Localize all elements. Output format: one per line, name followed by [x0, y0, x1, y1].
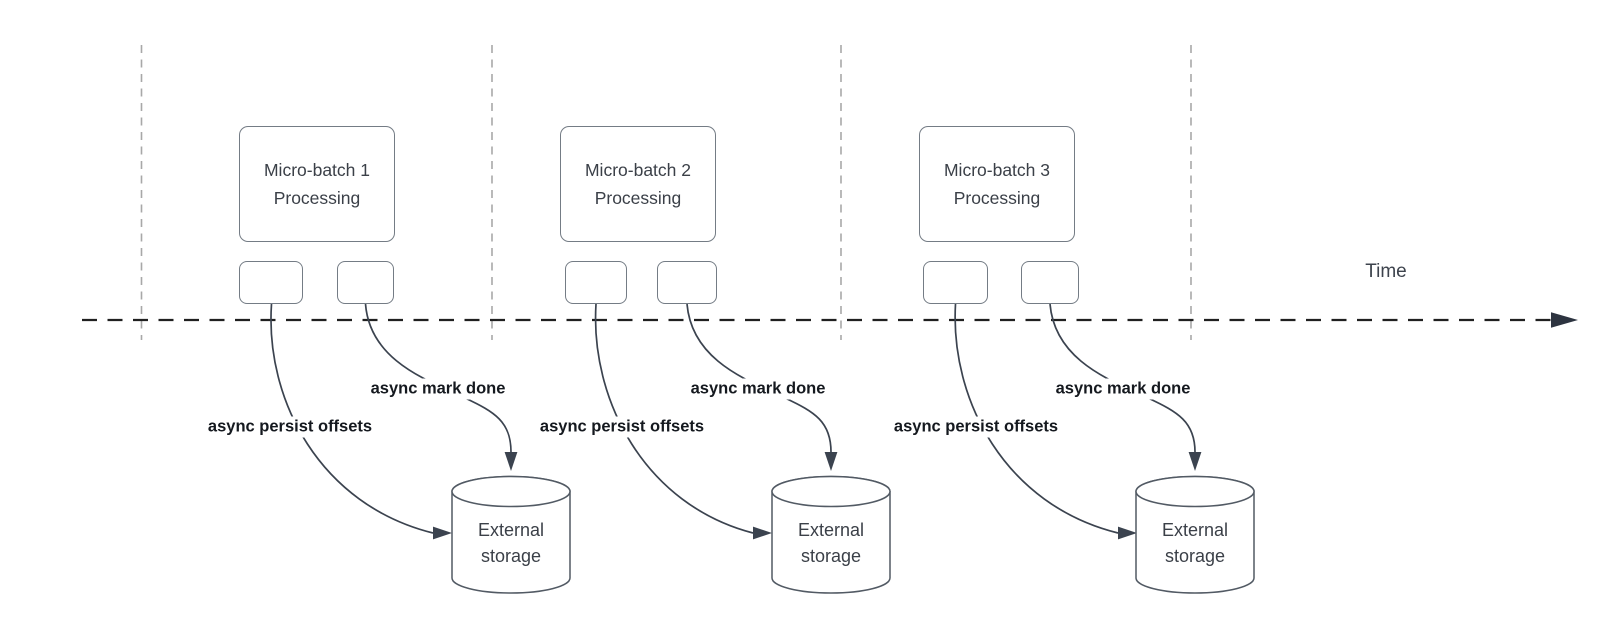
micro-batch-2-subtitle: Processing	[594, 188, 682, 208]
persist-arrow-3	[954, 303, 1119, 534]
time-axis-arrowhead-icon	[1551, 312, 1578, 328]
batch-2-markdone-task-box	[657, 261, 717, 304]
persist-arrowhead-1-icon	[433, 526, 452, 540]
mark-done-arrowhead-2-icon	[824, 452, 838, 471]
persist-arrowhead-3-icon	[1118, 526, 1137, 540]
micro-batch-3-title: Micro-batch 3	[943, 160, 1050, 180]
external-storage-label-1: External storage	[477, 520, 545, 566]
cylinder-top-rim-1	[451, 475, 571, 508]
storage-cylinder-1	[451, 475, 571, 594]
persist-offsets-label-1: async persist offsets	[204, 416, 376, 438]
micro-batch-1-title: Micro-batch 1	[263, 160, 370, 180]
micro-batch-1-subtitle: Processing	[273, 188, 361, 208]
mark-done-label-2: async mark done	[687, 378, 829, 400]
batch-3-offset-task-box	[923, 261, 988, 304]
storage-cylinder-3	[1135, 475, 1255, 594]
cylinder-top-rim-3	[1135, 475, 1255, 508]
external-storage-label-3: External storage	[1161, 520, 1229, 566]
batch-3-markdone-task-box	[1021, 261, 1079, 304]
persist-offsets-label-2: async persist offsets	[536, 416, 708, 438]
persist-arrowhead-2-icon	[753, 526, 772, 540]
mark-done-arrowhead-1-icon	[504, 452, 518, 471]
batch-1-markdone-task-box	[337, 261, 394, 304]
storage-cylinder-2	[771, 475, 891, 594]
mark-done-label-1: async mark done	[367, 378, 509, 400]
mark-done-label-3: async mark done	[1052, 378, 1194, 400]
micro-batch-2-title: Micro-batch 2	[584, 160, 691, 180]
persist-arrow-2	[594, 303, 754, 534]
persist-offsets-label-3: async persist offsets	[890, 416, 1062, 438]
micro-batch-3-box: Micro-batch 3 Processing	[919, 126, 1075, 242]
micro-batch-3-subtitle: Processing	[953, 188, 1041, 208]
mark-done-arrowhead-3-icon	[1188, 452, 1202, 471]
cylinder-top-rim-2	[771, 475, 891, 508]
micro-batch-2-box: Micro-batch 2 Processing	[560, 126, 716, 242]
time-axis-label: Time	[1365, 261, 1407, 282]
micro-batch-1-box: Micro-batch 1 Processing	[239, 126, 395, 242]
batch-2-offset-task-box	[565, 261, 627, 304]
external-storage-label-2: External storage	[797, 520, 865, 566]
batch-1-offset-task-box	[239, 261, 303, 304]
persist-arrow-1	[270, 303, 434, 534]
